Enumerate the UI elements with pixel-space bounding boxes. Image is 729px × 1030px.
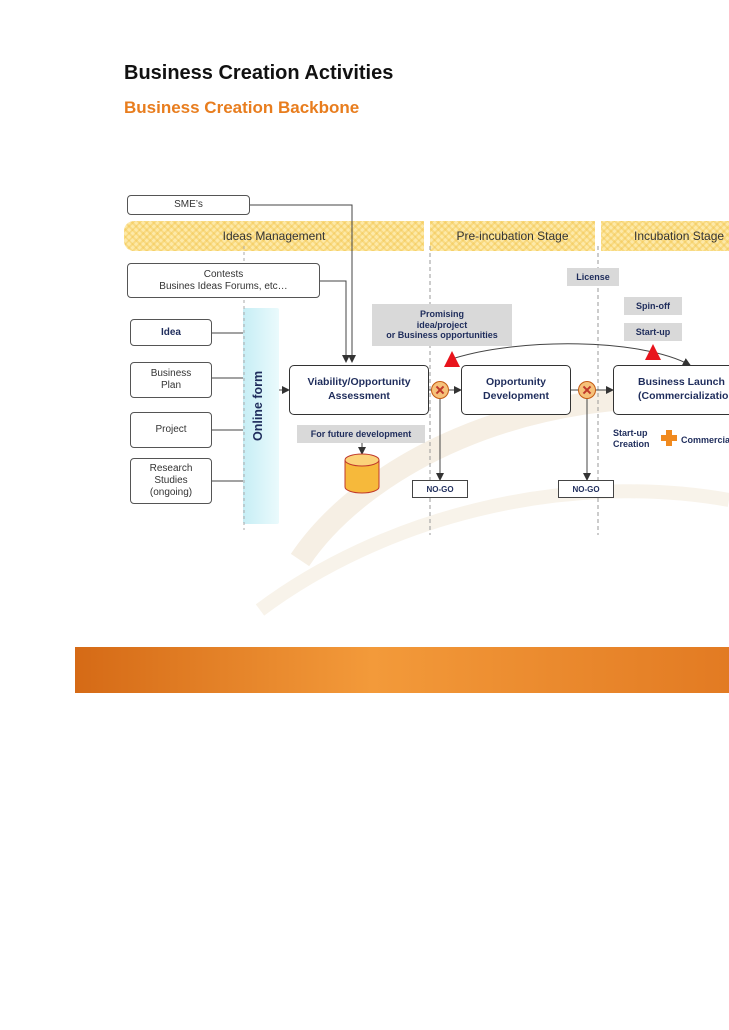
commercialization-label: (Commercialization) (638, 390, 729, 402)
opportunity-development-box: Opportunity Development (461, 365, 571, 415)
spin-off-label: Spin-off (624, 297, 682, 315)
business-opportunities-line: or Business opportunities (386, 330, 498, 341)
commercial-label: Commercial (681, 435, 729, 445)
connector-lines (212, 204, 691, 535)
online-form-column (243, 308, 279, 524)
triangle-icon (444, 351, 460, 367)
page-title: Business Creation Activities (124, 62, 394, 84)
contests-box: Contests Busines Ideas Forums, etc… (127, 263, 320, 298)
promising-line: Promising (419, 308, 464, 319)
stage-ideas-management: Ideas Management (124, 221, 424, 251)
stage-incubation: Incubation Stage (601, 221, 729, 251)
x-circle-icon (578, 381, 596, 399)
creation-line: Creation (613, 438, 650, 449)
triangle-icon (645, 344, 661, 360)
no-go-box-2: NO-GO (558, 480, 614, 498)
plus-icon (661, 430, 677, 446)
future-development-label: For future development (297, 425, 425, 443)
business-plan-box: Business Plan (130, 362, 212, 398)
slide: Business Creation Activities Business Cr… (0, 0, 729, 700)
x-circle-icon (431, 381, 449, 399)
page-subtitle: Business Creation Backbone (124, 98, 360, 117)
idea-project-line: idea/project (416, 319, 468, 330)
stage-pre-incubation: Pre-incubation Stage (430, 221, 595, 251)
contests-label: Contests (203, 268, 244, 280)
project-box: Project (130, 412, 212, 448)
start-up-creation-label: Start-up Creation (613, 428, 650, 450)
license-label: License (567, 268, 619, 286)
busines-ideas-forums-label: Busines Ideas Forums, etc… (159, 280, 288, 292)
no-go-box-1: NO-GO (412, 480, 468, 498)
idea-box: Idea (130, 319, 212, 346)
business-launch-label: Business Launch (638, 376, 725, 389)
start-up-label: Start-up (624, 323, 682, 341)
start-up-line: Start-up (613, 428, 648, 438)
footer-band (75, 647, 729, 693)
research-studies-box: Research Studies (ongoing) (130, 458, 212, 504)
database-cylinder-icon (344, 453, 380, 494)
viability-assessment-box: Viability/Opportunity Assessment (289, 365, 429, 415)
smes-box: SME’s (127, 195, 250, 215)
business-launch-box: Business Launch (Commercialization) (613, 365, 729, 415)
promising-opportunities-label: Promising idea/project or Business oppor… (372, 304, 512, 346)
